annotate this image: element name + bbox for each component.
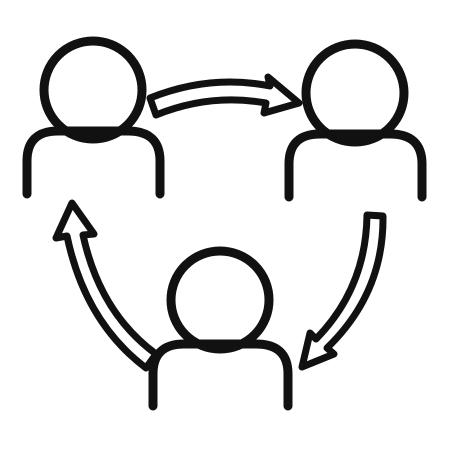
person-top-left-body — [22, 126, 165, 199]
person-top-left-icon — [22, 36, 165, 199]
person-top-right-icon — [284, 39, 427, 202]
arrow-top-right-icon — [146, 73, 303, 119]
person-top-left-head — [39, 36, 147, 144]
arrow-up-left-icon — [52, 199, 160, 372]
person-bottom-icon — [148, 246, 293, 411]
person-top-right-head — [301, 39, 409, 147]
person-bottom-head — [166, 246, 274, 354]
arrow-down-left-icon — [298, 211, 387, 371]
person-top-right-body — [284, 129, 427, 202]
person-bottom-body — [148, 339, 293, 411]
